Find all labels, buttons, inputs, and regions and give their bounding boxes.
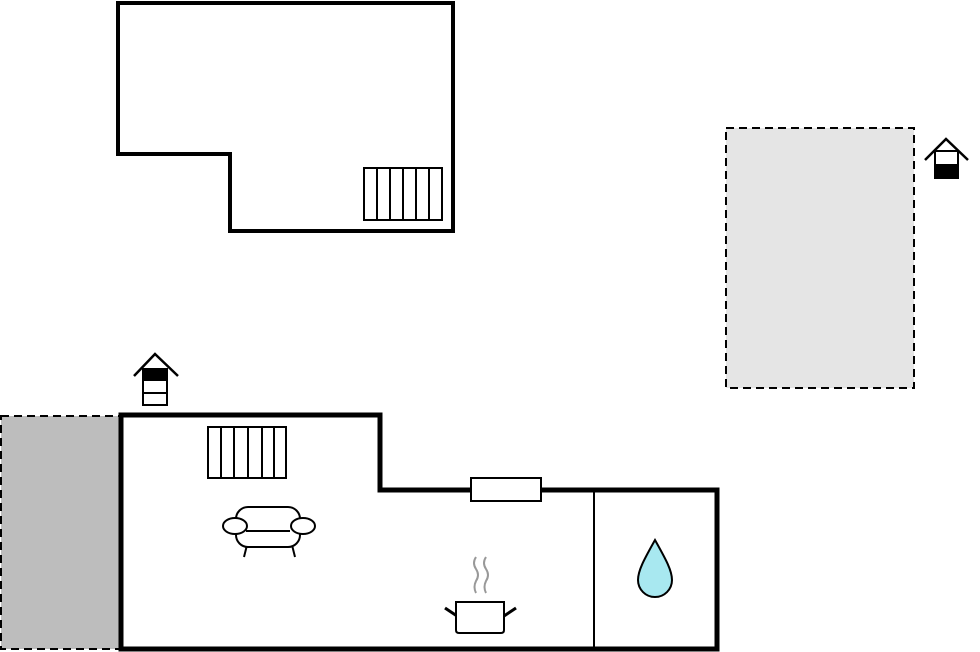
- water-drop-icon: [636, 537, 674, 598]
- entrance-icon: [133, 352, 179, 406]
- cooking-pot-icon: [444, 556, 517, 634]
- entrance-icon: [924, 137, 969, 179]
- radiator-icon: [207, 426, 287, 479]
- ground-floor-walls: [118, 412, 720, 652]
- radiator-icon: [363, 167, 443, 221]
- terrace-area-dark: [0, 415, 122, 650]
- upper-floor-walls: [116, 1, 455, 233]
- terrace-area: [725, 127, 915, 389]
- window-icon: [470, 477, 542, 502]
- sofa-icon: [222, 506, 316, 558]
